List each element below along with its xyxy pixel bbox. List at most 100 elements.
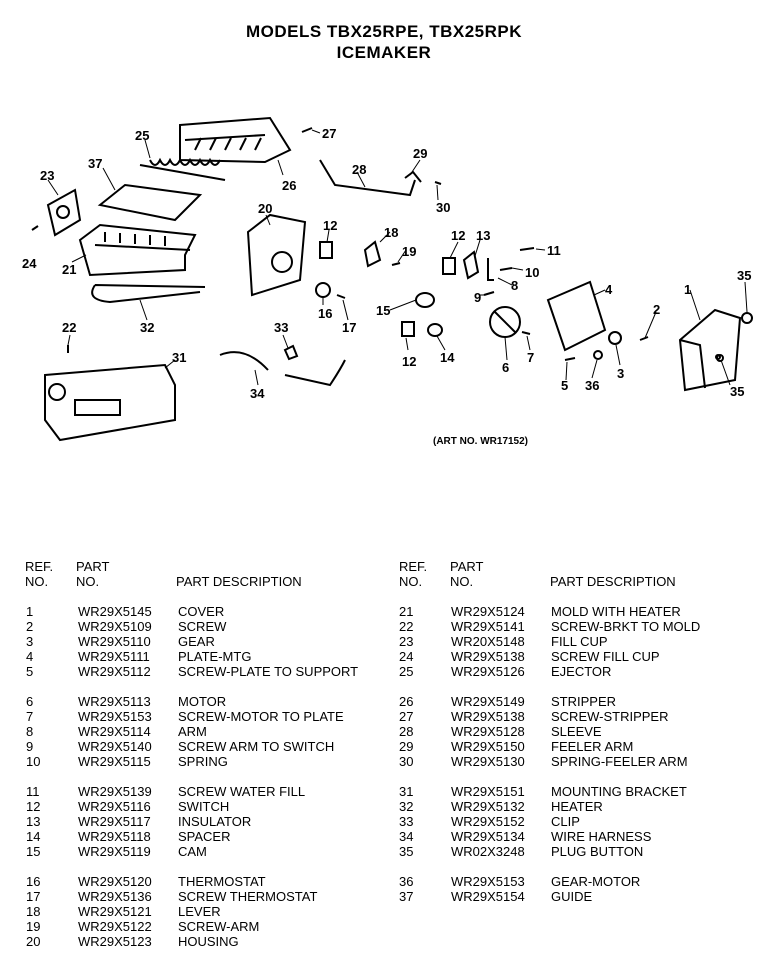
callout-12a: 12 xyxy=(323,218,337,233)
parts-part: WR29X5139 xyxy=(78,784,152,799)
parts-part: WR29X5153 xyxy=(451,874,525,889)
parts-ref: 35 xyxy=(399,844,414,859)
parts-ref: 23 xyxy=(399,634,414,649)
callout-2: 2 xyxy=(653,302,660,317)
parts-part: WR29X5150 xyxy=(451,739,525,754)
callout-5: 5 xyxy=(561,378,568,393)
parts-ref: 1 xyxy=(26,604,34,619)
parts-ref: 27 xyxy=(399,709,414,724)
plug-button-part xyxy=(741,312,753,324)
parts-desc: SPACER xyxy=(178,829,231,844)
callout-35a: 35 xyxy=(737,268,751,283)
arm-screw-part xyxy=(483,291,495,296)
fill-cup-part xyxy=(46,188,82,237)
callout-3: 3 xyxy=(617,366,624,381)
desc-header-left: PART DESCRIPTION xyxy=(176,574,302,589)
parts-ref: 37 xyxy=(399,889,414,904)
callout-13: 13 xyxy=(476,228,490,243)
callout-12b: 12 xyxy=(451,228,465,243)
callout-12c: 12 xyxy=(402,354,416,369)
parts-part: WR20X5148 xyxy=(451,634,525,649)
parts-part: WR29X5138 xyxy=(451,649,525,664)
callout-25: 25 xyxy=(135,128,149,143)
callout-24: 24 xyxy=(22,256,37,271)
parts-ref: 28 xyxy=(399,724,414,739)
callout-27: 27 xyxy=(322,126,336,141)
insulator-part xyxy=(462,250,480,280)
parts-desc: MOUNTING BRACKET xyxy=(551,784,687,799)
mold-part xyxy=(78,223,197,277)
parts-part: WR29X5152 xyxy=(451,814,525,829)
callout-19: 19 xyxy=(402,244,416,259)
gear-part xyxy=(608,331,622,345)
parts-part: WR29X5110 xyxy=(78,634,151,649)
parts-desc: GUIDE xyxy=(551,889,593,904)
parts-ref: 33 xyxy=(399,814,414,829)
parts-ref: 32 xyxy=(399,799,414,814)
parts-part: WR29X5120 xyxy=(78,874,152,889)
ref-header-right: REF.NO. xyxy=(399,559,428,589)
gear-motor-part xyxy=(593,350,603,360)
parts-part: WR02X3248 xyxy=(451,844,525,859)
callout-7: 7 xyxy=(527,350,534,365)
parts-ref: 18 xyxy=(26,904,41,919)
parts-part: WR29X5113 xyxy=(78,694,151,709)
callout-15: 15 xyxy=(376,303,390,318)
switch-part xyxy=(319,241,333,259)
parts-desc: SCREW THERMOSTAT xyxy=(178,889,318,904)
parts-desc: CAM xyxy=(178,844,207,859)
parts-part: WR29X5141 xyxy=(451,619,525,634)
callout-14: 14 xyxy=(440,350,455,365)
parts-desc: HOUSING xyxy=(178,934,239,949)
parts-part: WR29X5114 xyxy=(78,724,151,739)
parts-ref: 26 xyxy=(399,694,414,709)
parts-desc: PLUG BUTTON xyxy=(551,844,644,859)
callout-33: 33 xyxy=(274,320,288,335)
parts-desc: MOLD WITH HEATER xyxy=(551,604,681,619)
water-fill-screw-part xyxy=(519,247,535,251)
parts-desc: SLEEVE xyxy=(551,724,602,739)
parts-part: WR29X5112 xyxy=(78,664,151,679)
lever-part xyxy=(363,240,382,268)
lever-screw-part xyxy=(391,262,401,266)
parts-desc: CLIP xyxy=(551,814,580,829)
parts-desc: SCREW xyxy=(178,619,227,634)
callout-26: 26 xyxy=(282,178,296,193)
parts-desc: SCREW-MOTOR TO PLATE xyxy=(178,709,344,724)
parts-part: WR29X5153 xyxy=(78,709,152,724)
callout-21: 21 xyxy=(62,262,76,277)
parts-ref: 8 xyxy=(26,724,34,739)
thermostat-screw-part xyxy=(336,294,346,299)
parts-ref: 36 xyxy=(399,874,414,889)
parts-desc: GEAR xyxy=(178,634,215,649)
parts-ref: 13 xyxy=(26,814,41,829)
callout-20: 20 xyxy=(258,201,272,216)
parts-ref: 34 xyxy=(399,829,414,844)
callout-6: 6 xyxy=(502,360,509,375)
parts-ref: 6 xyxy=(26,694,34,709)
callout-16: 16 xyxy=(318,306,332,321)
parts-ref: 3 xyxy=(26,634,34,649)
plug-button-part-2 xyxy=(715,354,721,360)
parts-part: WR29X5111 xyxy=(78,649,150,664)
cover-part xyxy=(678,308,742,392)
parts-ref: 21 xyxy=(399,604,414,619)
parts-part: WR29X5128 xyxy=(451,724,525,739)
parts-part: WR29X5124 xyxy=(451,604,525,619)
callout-18: 18 xyxy=(384,225,398,240)
callout-1: 1 xyxy=(684,282,691,297)
callout-36: 36 xyxy=(585,378,599,393)
screw-part xyxy=(639,336,649,341)
ref-header-left: REF.NO. xyxy=(25,559,54,589)
parts-ref: 20 xyxy=(26,934,41,949)
parts-desc: SCREW FILL CUP xyxy=(551,649,660,664)
parts-desc: COVER xyxy=(178,604,225,619)
parts-part: WR29X5134 xyxy=(451,829,525,844)
callout-23: 23 xyxy=(40,168,54,183)
callout-17: 17 xyxy=(342,320,356,335)
parts-desc: WIRE HARNESS xyxy=(551,829,652,844)
housing-part xyxy=(246,213,307,297)
parts-ref: 5 xyxy=(26,664,34,679)
callout-31: 31 xyxy=(172,350,186,365)
